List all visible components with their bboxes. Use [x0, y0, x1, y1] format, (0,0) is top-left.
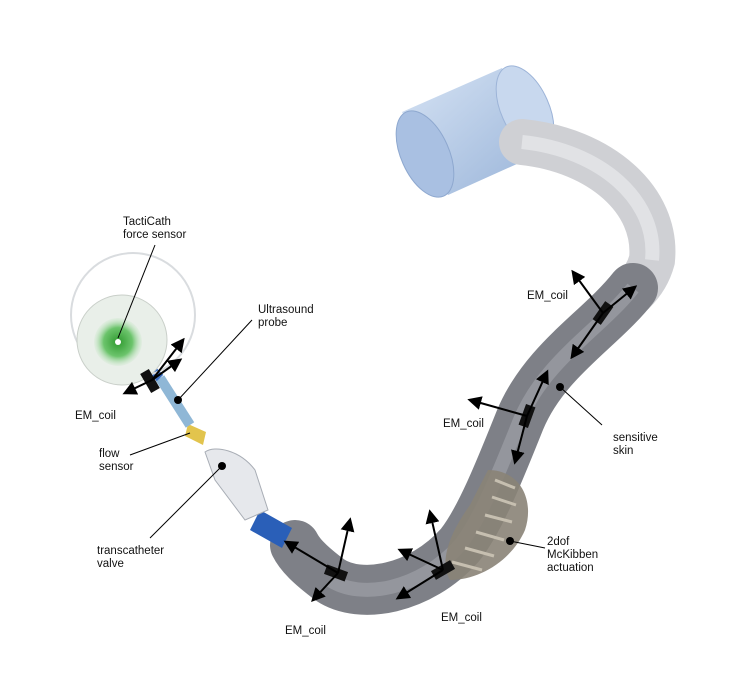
label-mckibben-actuation: 2dof McKibben actuation: [547, 536, 599, 574]
label-em-coil-bottom-left: EM_coil: [285, 625, 326, 637]
label-tacticath-force-sensor: TactiCath force sensor: [123, 216, 187, 241]
label-transcatheter-valve: transcatheter valve: [97, 545, 165, 570]
label-flow-sensor: flow sensor: [99, 448, 134, 473]
label-sensitive-skin: sensitive skin: [613, 432, 658, 457]
label-em-coil-mid: EM_coil: [443, 418, 484, 430]
callout-lines: [117, 244, 603, 549]
label-em-coil-bottom-mid: EM_coil: [441, 612, 482, 624]
force-sensor: [70, 252, 196, 386]
label-em-coil-upper: EM_coil: [527, 290, 568, 302]
label-em-coil-tip: EM_coil: [75, 410, 116, 422]
label-ultrasound-probe: Ultrasound probe: [258, 304, 314, 329]
coil-arrows: [122, 269, 638, 603]
mckibben-actuator: [445, 470, 529, 580]
